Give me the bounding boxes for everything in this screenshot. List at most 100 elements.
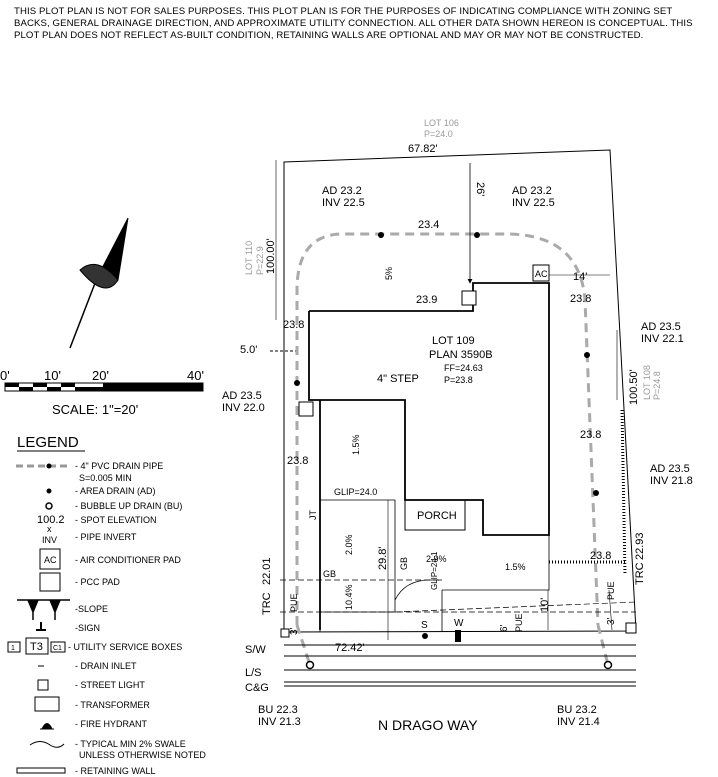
pue-label: PUE — [514, 613, 524, 632]
legend-item: - 4" PVC DRAIN PIPE — [75, 461, 163, 471]
step-label: 4" STEP — [377, 373, 419, 385]
ac-label: AC — [535, 269, 548, 279]
slope-label: 1.5% — [351, 434, 361, 455]
spot-elevation: 23.8 — [570, 293, 591, 305]
dim-east-10: 10' — [539, 598, 551, 612]
lot-ff: FF=24.63 — [444, 363, 483, 373]
legend-title: LEGEND — [17, 434, 79, 451]
legend-ac-box: AC — [44, 555, 57, 565]
scale-tick: 40' — [187, 368, 204, 383]
adjacent-lot-north-p: P=24.0 — [424, 129, 453, 139]
water-meter — [455, 630, 461, 642]
slope-label: 10.4% — [344, 584, 354, 610]
curb-label: C&G — [245, 682, 269, 694]
dim-trc-e: TRC — [634, 562, 646, 585]
adjacent-lot-east: LOT 108 — [642, 365, 652, 400]
dim-side-setback-w: 5.0' — [240, 344, 257, 356]
legend-item: - RETAINING WALL — [75, 766, 156, 776]
retaining-wall — [620, 409, 627, 576]
legend-util: 1 — [11, 645, 15, 652]
utility-box — [280, 628, 290, 638]
legend-item: UNLESS OTHERWISE NOTED — [79, 750, 206, 760]
dim-drive: 29.8' — [377, 546, 389, 570]
area-drain — [294, 380, 300, 386]
legend-item: -SLOPE — [75, 604, 108, 614]
scale-bar: 0' 10' 20' 40' SCALE: 1"=20' — [0, 368, 204, 417]
legend-util: C1 — [53, 645, 62, 652]
spot-elevation: 23.8 — [580, 429, 601, 441]
bubble-up-inv: INV 21.4 — [557, 716, 600, 728]
spot-elevation: 23.9 — [416, 294, 437, 306]
area-drain — [378, 232, 384, 238]
area-drain-label: AD 23.5 — [222, 390, 262, 402]
area-drain-label: AD 23.5 — [641, 321, 681, 333]
area-drain-inv: INV 22.5 — [322, 197, 365, 209]
jt-label: JT — [308, 510, 318, 521]
area-drain-label: AD 23.5 — [650, 463, 690, 475]
dim-trc-e-val: 22.93 — [634, 532, 646, 560]
dim-pue-w: 3' — [289, 627, 300, 635]
svg-text:x: x — [47, 524, 52, 534]
adjacent-lot-north: LOT 106 — [424, 118, 459, 128]
dim-trc-w: TRC — [261, 592, 273, 615]
pcc-pad — [298, 401, 314, 417]
bubble-up-label: BU 23.2 — [557, 704, 597, 716]
dim-south: 72.42' — [335, 642, 365, 654]
utility-box — [625, 622, 637, 634]
water-label: W — [454, 618, 464, 629]
adjacent-lot-west-p: P=22.9 — [255, 246, 265, 275]
area-drain — [474, 232, 480, 238]
property-line — [283, 149, 637, 633]
area-drain — [593, 490, 599, 496]
slope-label: 1.5% — [505, 562, 526, 572]
legend: LEGEND - 4" PVC DRAIN PIPE S=0.005 MIN -… — [7, 434, 206, 776]
spot-elevation: 23.8 — [283, 319, 304, 331]
porch-outline — [404, 499, 466, 531]
area-drain-label: AD 23.2 — [322, 185, 362, 197]
dim-pue-e: 3' — [606, 617, 617, 625]
legend-util: T3 — [30, 641, 43, 653]
legend-inv-sample: INV — [42, 535, 57, 545]
legend-item: - AIR CONDITIONER PAD — [75, 555, 181, 565]
porch-label: PORCH — [417, 510, 457, 522]
gb-label: GB — [399, 557, 409, 570]
legend-item: - TYPICAL MIN 2% SWALE — [75, 739, 186, 749]
area-drain-label: AD 23.2 — [512, 185, 552, 197]
ac-pad — [532, 264, 550, 282]
sidewalk-label: S/W — [245, 644, 266, 656]
dim-east: 100.50' — [628, 369, 640, 405]
lot-name: LOT 109 — [432, 335, 475, 347]
dim-west: 100.00' — [265, 238, 277, 274]
spot-elevation: 23.8 — [287, 455, 308, 467]
bubble-up-drain — [603, 660, 613, 670]
spot-elevation: 23.8 — [590, 550, 611, 562]
legend-item: - DRAIN INLET — [75, 661, 137, 671]
pue-label: PUE — [289, 593, 299, 612]
legend-item: - BUBBLE UP DRAIN (BU) — [75, 501, 182, 511]
area-drain-inv: INV 22.5 — [512, 197, 555, 209]
area-drain-inv: INV 22.0 — [222, 402, 265, 414]
area-drain — [584, 352, 590, 358]
legend-item: - FIRE HYDRANT — [75, 719, 148, 729]
area-drain-inv: INV 21.8 — [650, 475, 693, 487]
legend-item: - PIPE INVERT — [75, 532, 137, 542]
dim-north: 67.82' — [408, 143, 438, 155]
dim-pue-s: 6' — [499, 624, 510, 632]
spot-elevation: 23.4 — [418, 219, 439, 231]
pcc-pad — [461, 290, 477, 306]
legend-spot-sample: 100.2 — [37, 514, 65, 526]
gb-label: GB — [323, 569, 336, 579]
legend-item: - TRANSFORMER — [75, 700, 150, 710]
scale-tick: 0' — [0, 368, 10, 383]
adjacent-lot-east-p: P=24.8 — [652, 371, 662, 400]
dim-trc-w-val: 22.01 — [261, 557, 273, 585]
bubble-up-drain — [305, 660, 315, 670]
glip-label: GLIP=24.0 — [334, 487, 377, 497]
bubble-up-label: BU 22.3 — [258, 704, 298, 716]
north-arrow-icon — [69, 217, 129, 349]
street-name: N DRAGO WAY — [378, 717, 478, 733]
legend-item: - UTILITY SERVICE BOXES — [68, 642, 182, 652]
legend-item: - AREA DRAIN (AD) — [75, 486, 156, 496]
legend-item: -SIGN — [75, 623, 100, 633]
house-footprint — [308, 282, 550, 630]
